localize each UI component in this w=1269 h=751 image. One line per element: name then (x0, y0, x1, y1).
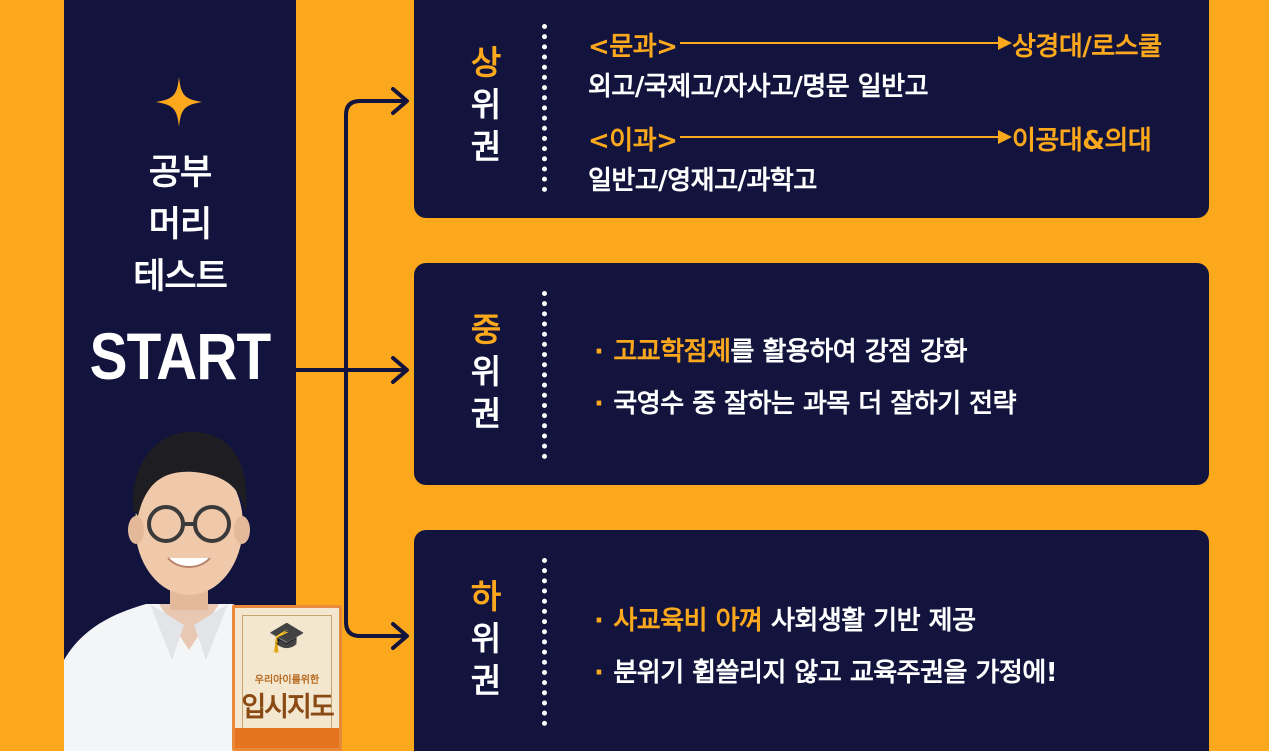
arrow-line (680, 42, 1002, 44)
start-label: START (89, 319, 272, 393)
bullet-dot: · (594, 658, 604, 688)
arrow-right-icon (998, 36, 1012, 50)
test-title: 공부 머리 테스트 (64, 147, 296, 303)
bullet-item: · 사교육비 아껴 사회생활 기반 제공 (594, 600, 976, 637)
tier-label-char: 위 (470, 619, 502, 658)
track-schools: 외고/국제고/자사고/명문 일반고 (588, 72, 929, 102)
divider-dots (542, 291, 547, 459)
book-border (242, 615, 332, 748)
bullet-text: 국영수 중 잘하는 과목 더 잘하기 전략 (613, 389, 1017, 419)
tier-box-bottom: 하 위 권 · 사교육비 아껴 사회생활 기반 제공 · 분위기 휩쓸리지 않고 교… (414, 530, 1209, 751)
tier-box-top: 상 위 권 <문과> 상경대/로스쿨 외고/국제고/자사고/명문 일반고 <이과… (414, 0, 1209, 218)
tier-label-middle: 중 위 권 (466, 309, 506, 435)
tier-label-char: 위 (470, 85, 502, 124)
bullet-dot: · (594, 389, 604, 419)
tier-label-char: 중 (470, 310, 502, 349)
tier-label-char: 권 (470, 127, 502, 166)
divider-dots (542, 24, 547, 192)
arrow-right-icon (998, 130, 1012, 144)
track-to: 이공대&의대 (1012, 126, 1152, 156)
bullet-dot: · (594, 337, 604, 367)
arrow-right-icon (391, 356, 409, 384)
tier-label-char: 위 (470, 352, 502, 391)
connector-line-top (344, 99, 407, 372)
book-band (235, 728, 339, 748)
graduation-cap-icon: 🎓 (268, 620, 306, 655)
divider-dots (542, 558, 547, 726)
arrow-right-icon (391, 622, 409, 650)
test-title-line: 테스트 (133, 257, 228, 297)
track-to: 상경대/로스쿨 (1012, 32, 1162, 62)
bullet-dot: · (594, 606, 604, 636)
tier-label-char: 상 (470, 43, 502, 82)
track-schools: 일반고/영재고/과학고 (588, 166, 817, 196)
test-title-line: 공부 (148, 153, 212, 193)
bullet-item: · 고교학점제를 활용하여 강점 강화 (594, 331, 967, 368)
arrow-right-icon (391, 87, 409, 115)
connector-line-bottom (344, 368, 407, 638)
tier-label-top: 상 위 권 (466, 42, 506, 168)
sparkle-icon (156, 77, 202, 127)
book-cover: 🎓 우리아이를위한 입시지도 (232, 605, 342, 751)
tier-label-char: 하 (470, 577, 502, 616)
tier-label-char: 권 (470, 661, 502, 700)
tier-box-middle: 중 위 권 · 고교학점제를 활용하여 강점 강화 · 국영수 중 잘하는 과목 더… (414, 263, 1209, 485)
bullet-item: · 국영수 중 잘하는 과목 더 잘하기 전략 (594, 383, 1017, 420)
bullet-highlight: 고교학점제 (613, 337, 731, 367)
bullet-text: 분위기 휩쓸리지 않고 교육주권을 가정에! (613, 658, 1058, 688)
bullet-text: 사회생활 기반 제공 (762, 606, 976, 636)
track-from: <문과> (588, 32, 678, 62)
bullet-text: 를 활용하여 강점 강화 (730, 337, 968, 367)
book-title: 입시지도 (241, 692, 334, 723)
tier-label-bottom: 하 위 권 (466, 576, 506, 702)
bullet-item: · 분위기 휩쓸리지 않고 교육주권을 가정에! (594, 652, 1058, 689)
book-subtitle: 우리아이를위한 (254, 675, 320, 686)
test-title-line: 머리 (148, 205, 212, 245)
tier-label-char: 권 (470, 394, 502, 433)
track-from: <이과> (588, 126, 678, 156)
arrow-line (680, 136, 1002, 138)
bullet-highlight: 사교육비 아껴 (613, 606, 763, 636)
